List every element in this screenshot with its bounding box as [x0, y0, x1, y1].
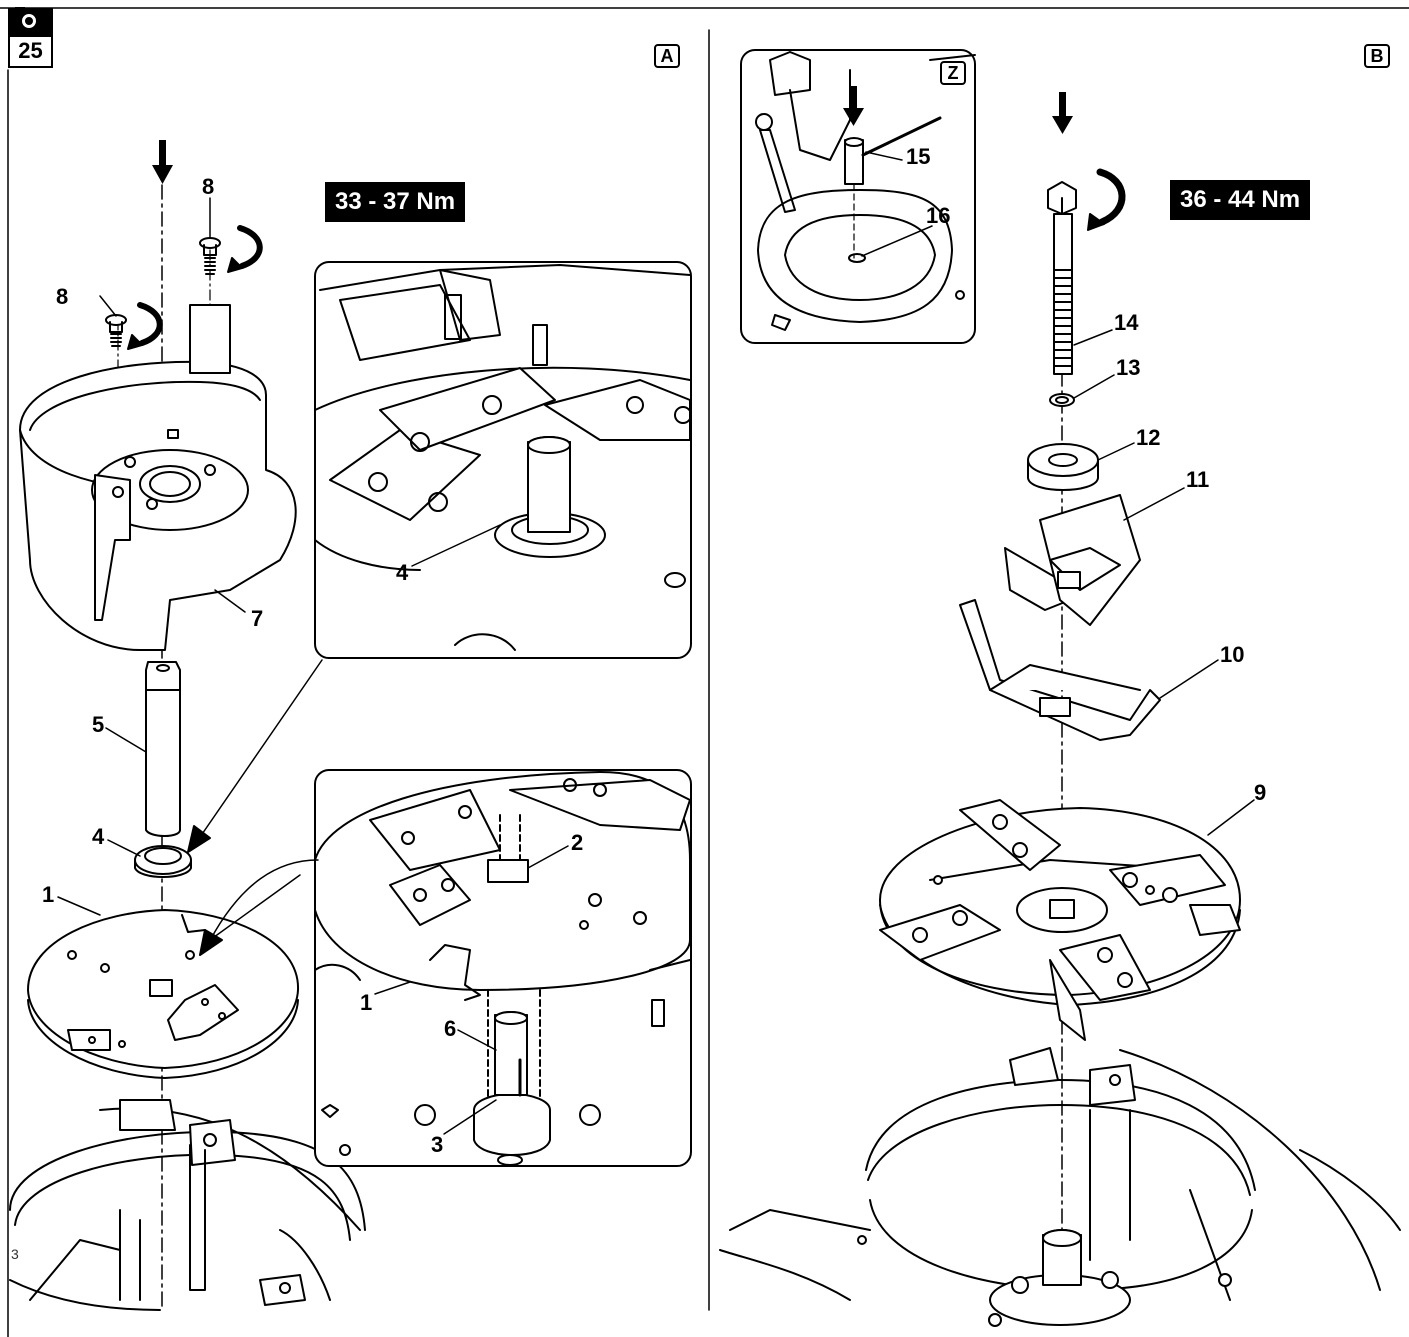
callout-4: 4 — [92, 824, 105, 849]
inset-a-top — [314, 261, 692, 659]
panel-b-label: B — [1364, 44, 1390, 68]
bolt-14 — [1047, 181, 1077, 375]
guard-housing-7 — [19, 304, 297, 651]
callout-8-left: 8 — [56, 284, 69, 309]
screw-8-left — [105, 314, 127, 347]
cutter-disc-9 — [879, 799, 1241, 1041]
mower-housing-a — [9, 1099, 366, 1311]
panel-a-label: A — [654, 44, 680, 68]
blade-11 — [1004, 494, 1141, 626]
push-arrow-b — [1052, 92, 1073, 134]
callout-10: 10 — [1220, 642, 1245, 667]
callout-8-upper: 8 — [202, 174, 215, 199]
inset-z — [740, 49, 976, 344]
callout-7: 7 — [251, 606, 264, 631]
callout-5: 5 — [92, 712, 105, 737]
callout-11: 11 — [1186, 467, 1210, 492]
camera-icon — [10, 7, 51, 37]
callout-15: 15 — [906, 144, 931, 169]
callout-2: 2 — [571, 830, 584, 855]
callout-4-inset: 4 — [396, 560, 409, 585]
blade-disc-1 — [27, 909, 300, 1079]
figure-number: 25 — [18, 38, 43, 63]
push-arrow-z — [843, 86, 864, 126]
inset-a-bottom — [314, 769, 692, 1167]
blade-10 — [959, 599, 1161, 741]
screw-8-upper — [199, 237, 221, 275]
mower-housing-b — [719, 1047, 1401, 1327]
figure-number-box: 25 — [8, 7, 53, 68]
lock-washer-13 — [1049, 393, 1075, 407]
page-edge-mark: 3 — [11, 1246, 19, 1262]
shaft-5 — [145, 661, 181, 837]
callout-1-inset: 1 — [360, 990, 373, 1015]
bearing-12 — [1027, 443, 1099, 491]
torque-label-b: 36 - 44 Nm — [1170, 180, 1311, 220]
callout-12: 12 — [1136, 425, 1161, 450]
callout-1: 1 — [42, 882, 55, 907]
callout-3: 3 — [431, 1132, 444, 1157]
callout-9: 9 — [1254, 780, 1267, 805]
washer-4 — [134, 845, 192, 878]
callout-16: 16 — [926, 203, 951, 228]
callout-13: 13 — [1116, 355, 1141, 380]
callout-6: 6 — [444, 1016, 457, 1041]
push-arrow-a — [152, 140, 173, 184]
inset-z-label: Z — [940, 61, 966, 85]
torque-label-a: 33 - 37 Nm — [325, 182, 466, 222]
callout-14: 14 — [1114, 310, 1139, 335]
